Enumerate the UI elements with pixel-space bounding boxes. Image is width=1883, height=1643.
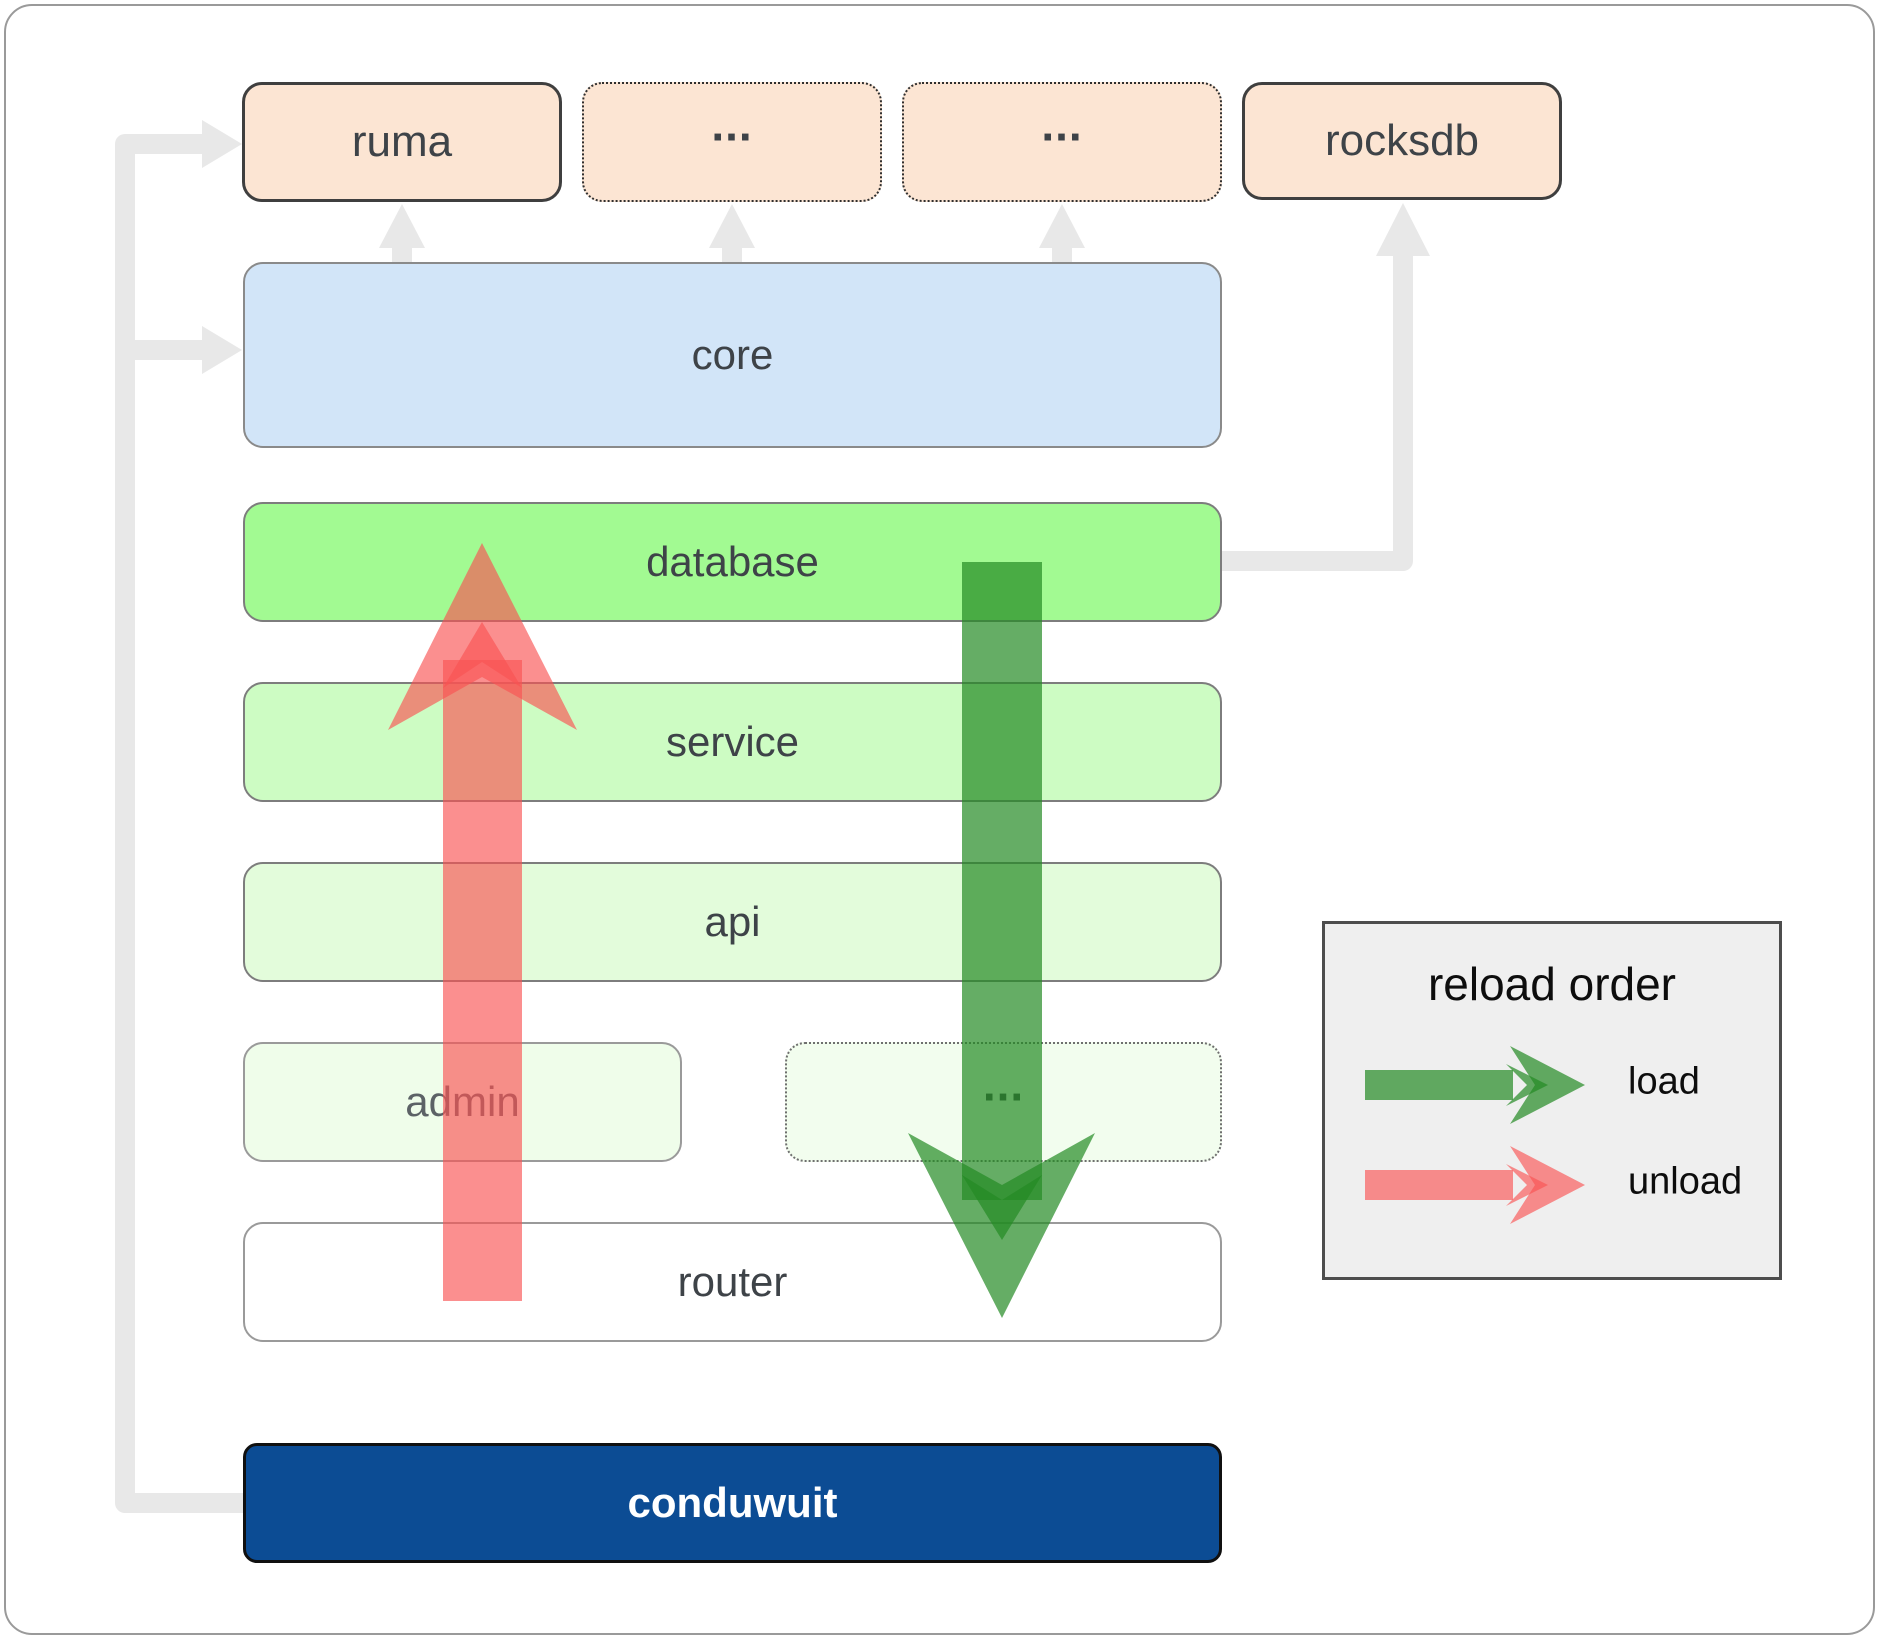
module-label: rocksdb	[1324, 116, 1480, 165]
module-label: conduwuit	[627, 1479, 838, 1526]
module-label: core	[691, 331, 774, 378]
module-rocksdb: rocksdb	[1242, 82, 1562, 200]
module-router: router	[243, 1222, 1222, 1342]
module-label: ...	[711, 98, 753, 151]
module-external-etc-1: ...	[582, 82, 882, 202]
module-label: ...	[982, 1058, 1025, 1111]
module-label: api	[704, 898, 761, 945]
module-database: database	[243, 502, 1222, 622]
module-ruma: ruma	[242, 82, 562, 202]
module-admin-etc: ...	[785, 1042, 1222, 1162]
module-external-etc-2: ...	[902, 82, 1222, 202]
module-core: core	[243, 262, 1222, 448]
module-label: database	[646, 538, 819, 585]
load-arrow-icon	[1365, 1046, 1585, 1124]
module-label: ruma	[351, 117, 453, 166]
legend-item-load: load	[1628, 1060, 1700, 1103]
module-label: router	[677, 1258, 788, 1305]
legend-title: reload order	[1427, 958, 1677, 1010]
module-label: ...	[1041, 98, 1083, 151]
module-api: api	[243, 862, 1222, 982]
legend-reload-order: reload order load unload	[1322, 921, 1782, 1280]
module-conduwuit: conduwuit	[243, 1443, 1222, 1563]
diagram-border	[4, 4, 1875, 1635]
module-service: service	[243, 682, 1222, 802]
module-label: service	[665, 718, 800, 765]
unload-arrow-icon	[1365, 1146, 1585, 1224]
module-label: admin	[405, 1078, 520, 1125]
module-admin: admin	[243, 1042, 682, 1162]
legend-item-unload: unload	[1628, 1160, 1743, 1203]
